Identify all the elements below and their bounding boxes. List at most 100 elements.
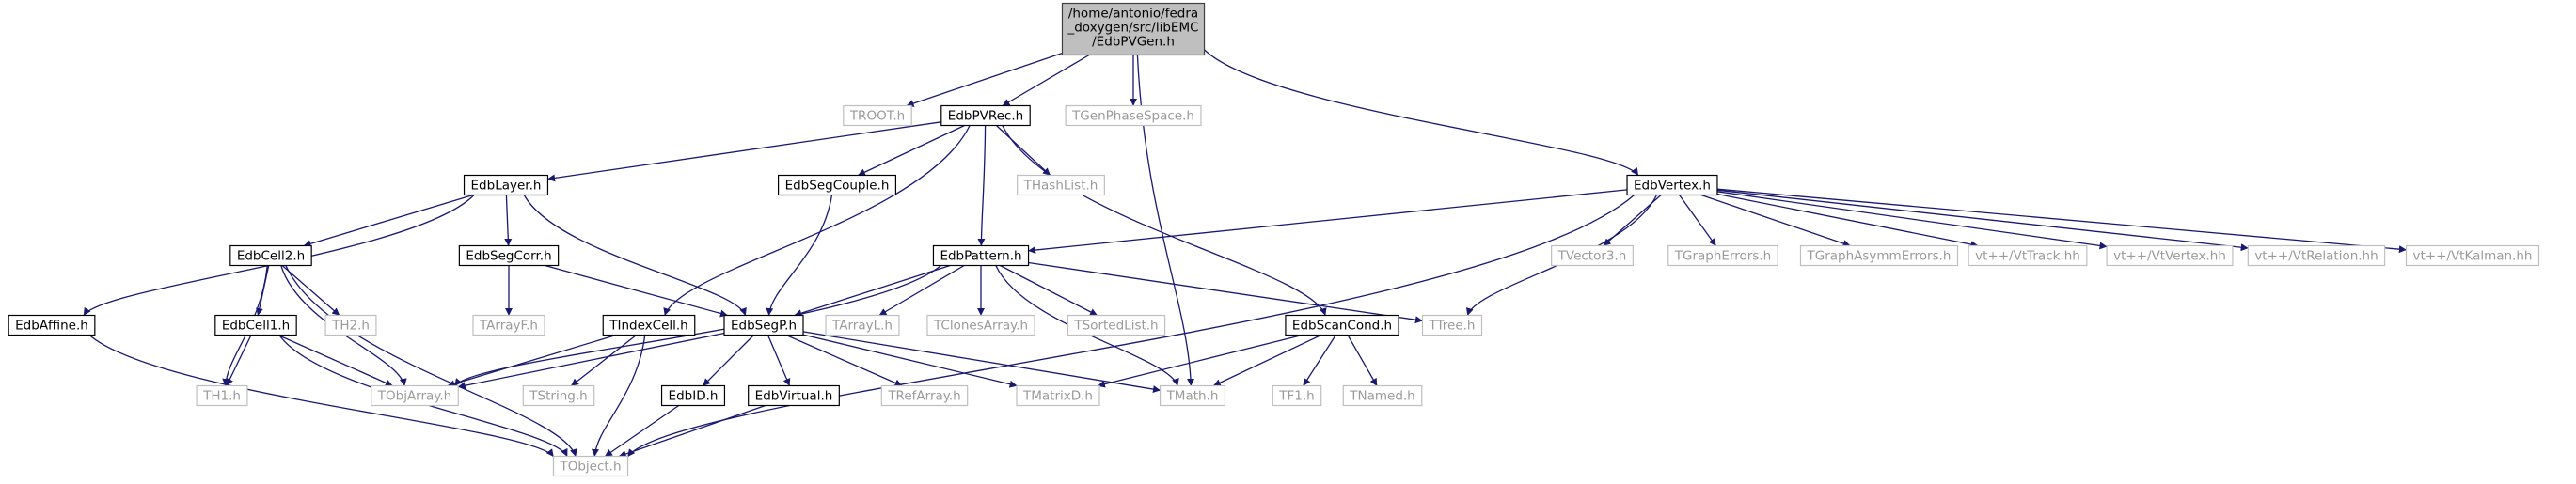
node-box[interactable] [229,244,312,267]
node-edbscancond[interactable]: EdbScanCond.h [1285,314,1399,336]
node-box [1067,314,1166,336]
node-label: EdbVirtual.h [755,389,833,404]
edge-EdbVertex-to-TGraphAsymmErrors [1700,194,1851,247]
node-tstring: TString.h [522,384,595,407]
edge-EdbSegP-to-TRefArray [785,334,903,387]
node-tgrapherrors: TGraphErrors.h [1667,244,1778,267]
node-edbpattern[interactable]: EdbPattern.h [932,244,1030,267]
node-label: TObject.h [559,460,621,475]
edge-EdbCell2-to-TH2 [281,265,340,316]
edge-EdbPVRec-to-TIndexCell [663,125,971,316]
node-root-label-line: /home/antonio/fedra [1068,7,1198,22]
node-edbsegcorr[interactable]: EdbSegCorr.h [458,244,560,267]
node-edbaffine[interactable]: EdbAffine.h [8,314,96,336]
node-label: TSortedList.h [1073,319,1158,334]
node-box [1016,384,1100,407]
node-box[interactable] [1626,174,1718,196]
node-edbvertex[interactable]: EdbVertex.h [1626,174,1718,196]
edge-EdbPVRec-to-EdbSegCouple [858,124,965,177]
node-box[interactable] [723,314,804,336]
node-label: vt++/VtRelation.hh [2254,249,2378,264]
node-edbcell1[interactable]: EdbCell1.h [214,314,297,336]
node-ttree: TTree.h [1421,314,1483,336]
node-edbpvrec[interactable]: EdbPVRec.h [940,104,1031,127]
node-box [843,104,912,127]
node-root-label-line: _doxygen/src/libEMC [1067,21,1198,36]
node-label: EdbID.h [669,389,719,404]
edge-EdbPVRec-to-EdbLayer [547,121,941,182]
node-label: TRefArray.h [887,389,960,404]
node-root-label-line: /EdbPVGen.h [1092,35,1175,50]
node-label: EdbVertex.h [1634,179,1711,194]
node-label: EdbSegP.h [731,319,797,334]
node-label: TArrayL.h [831,319,893,334]
edge-EdbSegP-to-EdbID [703,335,754,386]
node-box[interactable] [458,244,560,267]
node-box [324,314,377,336]
edge-EdbCell2-to-TObjArray [280,265,407,386]
edges-layer [83,49,2407,458]
node-label: EdbLayer.h [471,179,542,194]
node-label: EdbPVRec.h [948,109,1023,124]
node-edbsegcouple[interactable]: EdbSegCouple.h [777,174,897,196]
edge-EdbLayer-to-EdbCell2 [303,194,474,248]
node-box [1017,174,1105,196]
node-label: TMatrixD.h [1022,389,1093,404]
edge-EdbScanCond-to-TMatrixD [1097,334,1303,388]
node-edbvirtual[interactable]: EdbVirtual.h [748,384,840,407]
edge-EdbCell1-to-TObject [278,335,568,457]
node-box[interactable] [214,314,297,336]
node-box[interactable] [1285,314,1399,336]
edge-EdbVertex-to-TVector3 [1603,195,1662,246]
node-tf1: TF1.h [1272,384,1322,407]
edge-EdbPVRec-to-EdbPattern [977,125,987,246]
node-label: EdbScanCond.h [1292,319,1392,334]
node-box[interactable] [660,384,726,407]
node-th2: TH2.h [324,314,377,336]
edge-EdbVertex-to-VtRelation [1716,189,2249,252]
node-box [1065,104,1202,127]
node-box[interactable] [748,384,840,407]
node-box[interactable] [463,174,549,196]
node-edbsegp[interactable]: EdbSegP.h [723,314,804,336]
edge-EdbCell2-to-TH1 [222,265,268,386]
node-box [2405,244,2540,267]
node-edbid[interactable]: EdbID.h [660,384,726,407]
node-box [2247,244,2386,267]
node-tsortedlist: TSortedList.h [1067,314,1166,336]
edge-EdbLayer-to-EdbAffine [83,195,475,316]
node-edbcell2[interactable]: EdbCell2.h [229,244,312,267]
node-tgenphasespace: TGenPhaseSpace.h [1065,104,1202,127]
node-tindexcell[interactable]: TIndexCell.h [602,314,696,336]
edge-EdbPattern-to-TSortedList [1000,264,1098,317]
node-label: EdbAffine.h [15,319,88,334]
node-box[interactable] [777,174,897,196]
node-box [1551,244,1634,267]
node-box [1272,384,1322,407]
node-tarrayf: TArrayF.h [472,314,545,336]
edge-EdbLayer-to-EdbSegP [523,195,747,316]
node-vtvertex: vt++/VtVertex.hh [2106,244,2234,267]
node-label: vt++/VtTrack.hh [1975,249,2080,264]
node-box[interactable] [940,104,1031,127]
node-label: TObjArray.h [377,389,451,404]
node-edblayer[interactable]: EdbLayer.h [463,174,549,196]
node-thashlist: THashList.h [1017,174,1105,196]
node-vttrack: vt++/VtTrack.hh [1968,244,2088,267]
node-box[interactable] [932,244,1030,267]
edge-EdbScanCond-to-TMath [1212,334,1321,387]
node-box[interactable] [602,314,696,336]
edge-EdbScanCond-to-TNamed [1347,335,1378,386]
node-label: EdbPattern.h [940,249,1021,264]
node-vtkalman: vt++/VtKalman.hh [2405,244,2540,267]
node-troot: TROOT.h [843,104,912,127]
edge-EdbSegP-to-TObjArray [457,332,725,390]
edge-root-to-TROOT [906,52,1063,107]
edge-EdbCell1-to-TH1 [226,335,252,386]
node-label: TClonesArray.h [933,319,1028,334]
edge-EdbSegP-to-TMath [802,331,1161,394]
node-box[interactable] [8,314,96,336]
node-box [1799,244,1959,267]
node-box [2106,244,2234,267]
